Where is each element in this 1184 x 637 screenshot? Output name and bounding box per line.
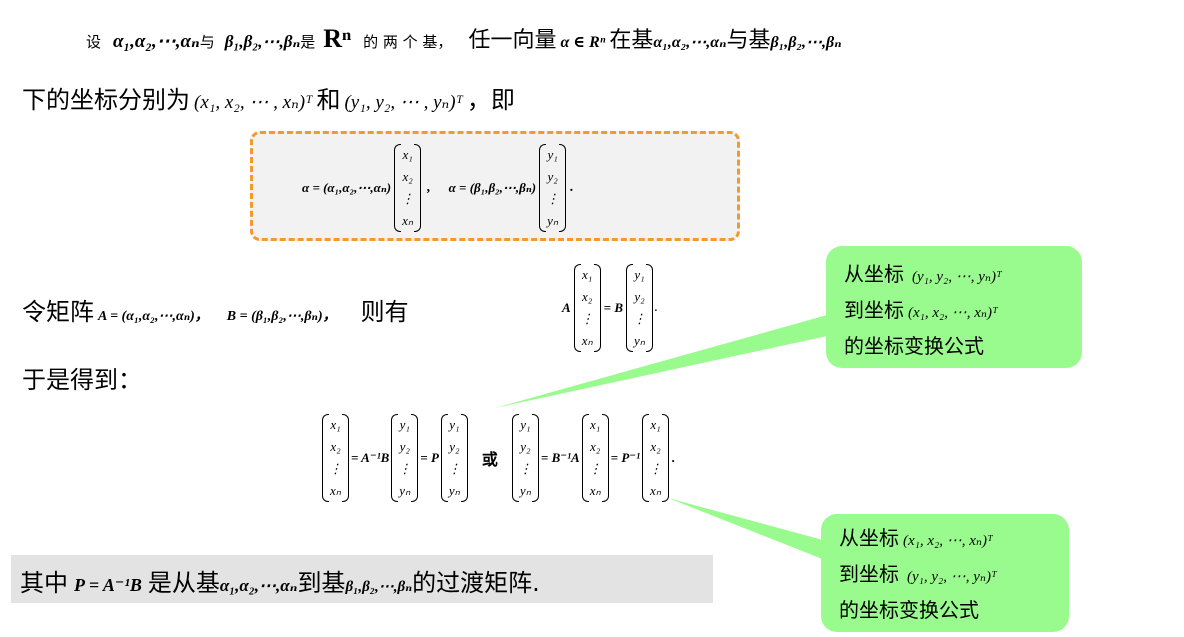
x-coordinate-vector: (x₁, x₂, ⋯ , xₙ)ᵀ [194,92,313,113]
A-definition: A = (α₁,α₂,⋯,αₙ)， [98,309,209,324]
text-de-liang-ge-ji: 的 两 个 基， [363,33,453,51]
callout-bottom-line1-vector: (x₁, x₂, ⋯, xₙ)ᵀ [903,533,993,549]
yn: yₙ [547,212,559,228]
eq-P-inv: = P⁻¹ [610,450,641,465]
text-he: 和 [316,86,341,114]
y2: y₂ [547,168,558,184]
alpha-sequence-2: α₁,α₂,⋯,αₙ [653,34,727,51]
matrix-definition-line: 令矩阵 A = (α₁,α₂,⋯,αₙ)， B = (β₁,β₂,⋯,βₙ)， … [22,292,409,327]
text-ren-yi-xiang-liang: 任一向量 [468,28,557,53]
text-she: 设 [86,33,102,51]
text-shi: 是 [300,33,316,51]
callout-top-line2-vector: (x₁, x₂, ⋯, xₙ)ᵀ [908,305,998,321]
text-ling-ju-zhen: 令矩阵 [22,298,94,326]
transition-matrix-statement: 其中 P = A⁻¹B 是从基 α₁,α₂,⋯,αₙ 到基 β₁,β₂,⋯,βₙ… [20,563,540,598]
callout-x-to-y: 从坐标(x₁, x₂, ⋯, xₙ)ᵀ 到坐标(y₁, y₂, ⋯, yₙ)ᵀ … [821,514,1069,632]
xn: xₙ [402,212,414,228]
text-yu: 与 [199,33,215,51]
callout-top-line1-vector: (y₁, y₂, ⋯, yₙ)ᵀ [912,269,1002,285]
y-column-vector: y₁ y₂ ⋮ yₙ [539,143,567,232]
callout-top-line3-text: 的坐标变换公式 [844,334,984,358]
intro-line-1: 设 α₁,α₂,⋯,αₙ 与 β₁,β₂,⋯,βₙ 是 Rⁿ 的 两 个 基， … [86,22,842,54]
vdots: ⋮ [401,190,415,206]
text-huo: 或 [481,450,498,469]
y1: y₁ [547,146,558,162]
x-column-vector: x₁ x₂ ⋮ xₙ [394,143,422,232]
alpha-expansion-lhs: α = (α₁,α₂,⋯,αₙ) [302,179,392,195]
coordinate-equation-box [250,131,740,241]
x1: x₁ [402,146,413,162]
callout-top-pointer [495,310,855,408]
text-ze-you: 则有 [360,298,409,326]
callout-bottom-line2-vector: (y₁, y₂, ⋯, yₙ)ᵀ [907,569,997,585]
alpha-sequence: α₁,α₂,⋯,αₙ [113,31,200,52]
B-definition: B = (β₁,β₂,⋯,βₙ)， [226,309,337,324]
P-definition: P = A⁻¹B [74,575,142,595]
eq-B-inv-A: = B⁻¹A [540,450,580,465]
callout-bottom-line2-text: 到坐标 [839,562,899,586]
alpha-sequence-3: α₁,α₂,⋯,αₙ [219,576,298,595]
callout-top-line1-text: 从坐标 [844,262,904,286]
text-ji: ，即 [466,86,515,114]
text-qi-zhong: 其中 [20,569,68,597]
text-guo-du: 的过渡矩阵. [412,569,540,597]
eq-A-inv-B: = A⁻¹B [351,450,390,465]
callout-y-to-x: 从坐标(y₁, y₂, ⋯, yₙ)ᵀ 到坐标(x₁, x₂, ⋯, xₙ)ᵀ … [826,246,1082,368]
beta-sequence-3: β₁,β₂,⋯,βₙ [345,579,413,595]
beta-sequence: β₁,β₂,⋯,βₙ [224,32,301,51]
beta-sequence-2: β₁,β₂,⋯,βₙ [770,34,842,51]
text-shi-cong-ji: 是从基 [147,569,220,597]
transition-matrix-band [11,555,713,603]
text-yu-shi-de-dao: 于是得到： [22,366,142,394]
R-n-symbol: Rⁿ [323,24,352,53]
text-dao-ji: 到基 [297,569,346,597]
alpha-in-Rn: α ∈ Rⁿ [560,34,606,51]
coordinate-equations: α = (α₁,α₂,⋯,αₙ) x₁ x₂ ⋮ xₙ , α = (β₁,β₂… [302,140,574,235]
callout-bottom-line1-text: 从坐标 [839,526,899,550]
beta-expansion-lhs: α = (β₁,β₂,⋯,βₙ) [448,179,537,195]
y-coordinate-vector: (y₁, y₂, ⋯ , yₙ)ᵀ [344,92,463,113]
text-yu-ji: 与基 [726,28,771,53]
callout-bottom-pointer [668,498,830,562]
callout-bottom-line3-text: 的坐标变换公式 [839,598,979,622]
text-zai-ji: 在基 [609,28,654,53]
vdots: ⋮ [546,190,560,206]
callout-top-line2-text: 到坐标 [844,298,904,322]
intro-line-2: 下的坐标分别为 (x₁, x₂, ⋯ , xₙ)ᵀ 和 (y₁, y₂, ⋯ ,… [22,80,515,115]
x2: x₂ [402,168,413,184]
text-xia-de-zuo-biao: 下的坐标分别为 [22,86,190,114]
eq-P: = P [420,450,439,465]
